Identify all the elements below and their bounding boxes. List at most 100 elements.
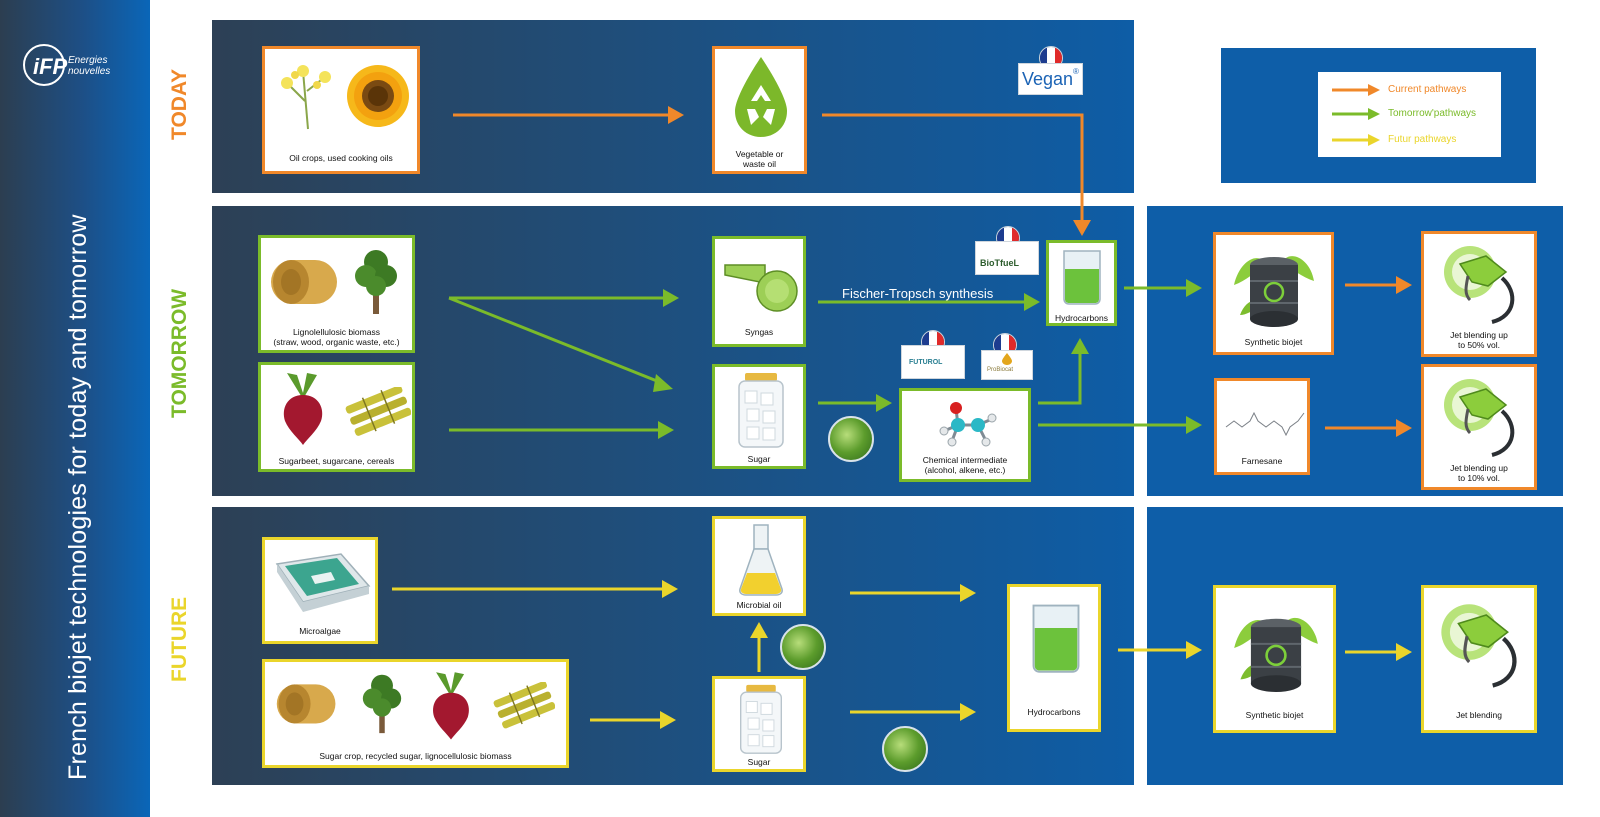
card-jet-blending-future: Jet blending bbox=[1421, 585, 1537, 733]
legend-item-future: Futur pathways bbox=[1330, 130, 1500, 150]
legend-item-current: Current pathways bbox=[1330, 80, 1500, 100]
svg-text:Energies: Energies bbox=[68, 55, 107, 66]
card-jet-blending-50-label-1: Jet blending up bbox=[1450, 330, 1508, 340]
card-hydrocarbons-label: Hydrocarbons bbox=[1055, 313, 1108, 323]
card-sugarbeet-label: Sugarbeet, sugarcane, cereals bbox=[278, 456, 395, 466]
beaker-icon bbox=[1032, 604, 1080, 673]
arrow-hydrocarbons-to-biojet bbox=[1124, 279, 1202, 297]
card-sugar: Sugar bbox=[712, 364, 806, 469]
legend: Current pathways Tomorrow'pathways Futur… bbox=[1318, 72, 1501, 157]
card-microalgae-label: Microalgae bbox=[299, 626, 341, 636]
card-jet-blending-10-label-1: Jet blending up bbox=[1450, 463, 1508, 473]
card-oil-crops-label: Oil crops, used cooking oils bbox=[289, 153, 393, 163]
legend-label-future: Futur pathways bbox=[1388, 134, 1457, 145]
card-sugar-future-label: Sugar bbox=[747, 757, 771, 767]
card-lignocellulosic-label-1: Lignolellulosic biomass bbox=[293, 327, 380, 337]
card-jet-blending-50-label-2: to 50% vol. bbox=[1457, 340, 1501, 350]
hay-bale-icon bbox=[276, 684, 336, 724]
fuel-nozzle-icon bbox=[1444, 246, 1515, 324]
green-arrow-icon bbox=[1332, 108, 1380, 120]
molecule-icon bbox=[939, 402, 997, 447]
card-synthetic-biojet: Synthetic biojet bbox=[1213, 232, 1334, 355]
biofuel-barrel-icon bbox=[1234, 256, 1314, 327]
legend-item-tomorrow: Tomorrow'pathways bbox=[1330, 104, 1500, 124]
beet-icon bbox=[433, 672, 469, 740]
sugar-jar-icon bbox=[738, 373, 784, 448]
card-syngas-label: Syngas bbox=[744, 327, 774, 337]
arrow-ligno-to-sugar bbox=[448, 296, 673, 392]
sugar-jar-icon bbox=[740, 684, 782, 754]
flask-icon bbox=[739, 524, 783, 596]
whistle-icon bbox=[724, 264, 798, 312]
card-synthetic-biojet-future-label: Synthetic biojet bbox=[1245, 710, 1304, 720]
card-microalgae: Microalgae bbox=[262, 537, 378, 644]
arrow-biojet-future-to-jet bbox=[1345, 643, 1412, 661]
arrow-biojet-to-jet50 bbox=[1345, 276, 1412, 294]
card-jet-blending-50: Jet blending up to 50% vol. bbox=[1421, 231, 1537, 357]
sugarcane-icon bbox=[345, 387, 411, 436]
arrow-syngas-to-hydrocarbons bbox=[818, 293, 1040, 311]
card-sugar-future: Sugar bbox=[712, 676, 806, 772]
card-hydrocarbons-future: Hydrocarbons bbox=[1007, 584, 1101, 732]
arrow-sugar-future-to-hydrocarbons bbox=[850, 703, 976, 721]
card-hydrocarbons: Hydrocarbons bbox=[1046, 240, 1117, 326]
arrow-chem-to-farnesane bbox=[1038, 416, 1202, 434]
card-vegetable-oil-label-1: Vegetable or bbox=[735, 149, 784, 159]
hay-bale-icon bbox=[271, 260, 337, 304]
arrow-hydrocarbons-future-to-biojet bbox=[1118, 641, 1202, 659]
sunflower-icon bbox=[347, 65, 409, 127]
card-vegetable-oil-label-2: waste oil bbox=[742, 159, 777, 169]
microorganism-petri-icon bbox=[882, 726, 928, 772]
orange-arrow-icon bbox=[1332, 84, 1380, 96]
card-synthetic-biojet-label: Synthetic biojet bbox=[1244, 337, 1303, 347]
svg-text:nouvelles: nouvelles bbox=[68, 66, 110, 77]
biotfuel-badge-text: BioTfueL bbox=[980, 258, 1019, 268]
biofuel-barrel-icon bbox=[1234, 617, 1318, 692]
fuel-nozzle-icon bbox=[1444, 379, 1515, 457]
vegan-badge-sup: ® bbox=[1073, 67, 1079, 76]
card-chemical-intermediate-label-2: (alcohol, alkene, etc.) bbox=[924, 465, 1006, 475]
fuel-nozzle-icon bbox=[1441, 604, 1517, 688]
card-farnesane-label: Farnesane bbox=[1241, 456, 1283, 466]
svg-text:iFP: iFP bbox=[33, 54, 68, 79]
biocatalyst-badge: ProBiocat bbox=[981, 350, 1033, 380]
arrow-sugar-to-microbial-oil bbox=[750, 622, 768, 672]
farnesane-structure-icon bbox=[1225, 411, 1305, 437]
arrow-microbial-oil-to-hydrocarbons bbox=[850, 584, 976, 602]
card-jet-blending-10: Jet blending up to 10% vol. bbox=[1421, 364, 1537, 490]
arrow-sugar-to-chem bbox=[818, 394, 892, 412]
sidebar bbox=[0, 0, 150, 817]
card-sugarbeet: Sugarbeet, sugarcane, cereals bbox=[258, 362, 415, 472]
card-farnesane: Farnesane bbox=[1214, 378, 1310, 475]
arrow-sugarbeet-to-sugar bbox=[449, 421, 674, 439]
sugarcane-icon bbox=[493, 682, 555, 729]
arrow-ligno-to-syngas bbox=[449, 289, 679, 307]
card-vegetable-oil: Vegetable or waste oil bbox=[712, 46, 807, 174]
card-jet-blending-future-label: Jet blending bbox=[1456, 710, 1502, 720]
card-hydrocarbons-future-label: Hydrocarbons bbox=[1027, 707, 1081, 717]
card-microbial-oil-label: Microbial oil bbox=[736, 600, 782, 610]
card-chemical-intermediate-label-1: Chemical intermediate bbox=[922, 455, 1008, 465]
yellow-arrow-icon bbox=[1332, 134, 1380, 146]
card-synthetic-biojet-future: Synthetic biojet bbox=[1213, 585, 1336, 733]
vegan-badge: Vegan ® bbox=[1018, 63, 1083, 95]
arrow-vegoil-to-hydrocarbons bbox=[822, 113, 1091, 236]
arrow-microalgae-to-microbial-oil bbox=[392, 580, 678, 598]
card-sugar-label: Sugar bbox=[747, 454, 771, 464]
legend-label-tomorrow: Tomorrow'pathways bbox=[1388, 108, 1477, 119]
beet-icon bbox=[283, 373, 323, 445]
biocatalyst-badge-text: ProBiocat bbox=[987, 367, 1014, 373]
fischer-tropsch-label: Fischer-Tropsch synthesis bbox=[842, 286, 994, 301]
card-sugar-mix-label: Sugar crop, recycled sugar, lignocellulo… bbox=[319, 751, 512, 761]
card-microbial-oil: Microbial oil bbox=[712, 516, 806, 616]
tree-icon bbox=[362, 674, 402, 734]
rapeseed-icon bbox=[281, 65, 331, 130]
arrow-oil-to-vegoil bbox=[453, 106, 684, 124]
arrow-farnesane-to-jet10 bbox=[1325, 419, 1412, 437]
tree-icon bbox=[355, 250, 397, 314]
card-lignocellulosic-label-2: (straw, wood, organic waste, etc.) bbox=[273, 337, 400, 347]
card-oil-crops: Oil crops, used cooking oils bbox=[262, 46, 420, 174]
card-jet-blending-10-label-2: to 10% vol. bbox=[1457, 473, 1501, 483]
legend-label-current: Current pathways bbox=[1388, 84, 1467, 95]
